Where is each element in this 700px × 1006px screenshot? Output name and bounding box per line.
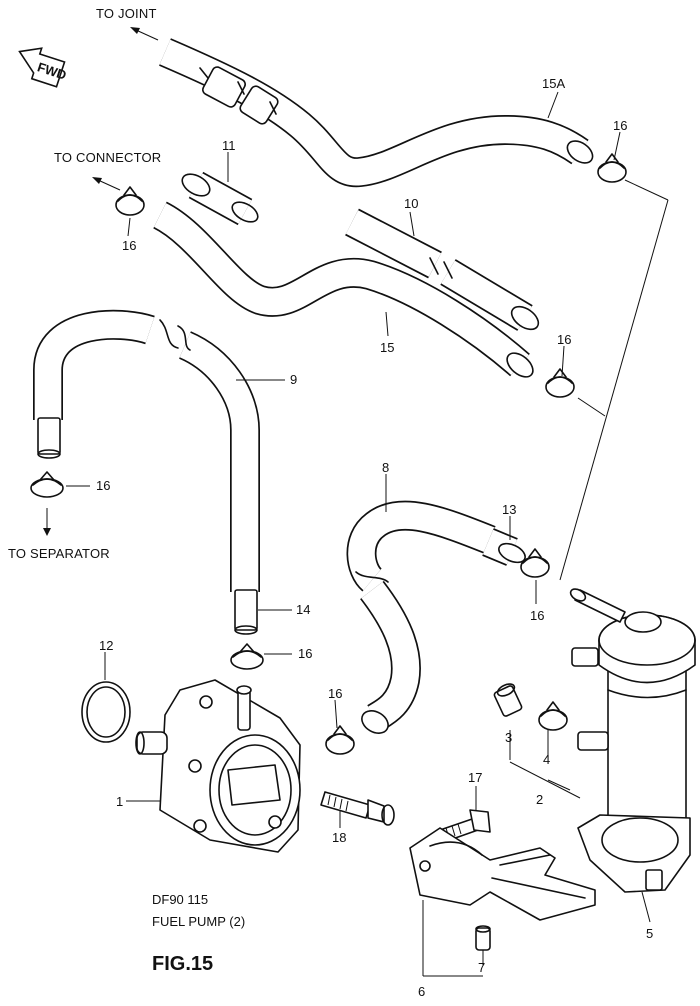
callout-3: 3 [505, 730, 512, 745]
leader-lines [66, 91, 651, 977]
bolt-18 [320, 791, 395, 826]
callout-13: 13 [502, 502, 516, 517]
model-caption: DF90 115 [152, 892, 208, 907]
callout-16-top-right: 16 [613, 118, 627, 133]
to-connector-arrow-icon [92, 177, 121, 191]
callout-11: 11 [222, 138, 236, 153]
clamp-16-top-right [597, 153, 627, 183]
fitting-13 [482, 528, 526, 566]
callout-7: 7 [478, 960, 485, 975]
clamp-16-filter-inlet [520, 548, 550, 578]
to-separator-arrow-icon [43, 508, 51, 536]
spacer-7 [475, 925, 491, 951]
o-ring-12 [81, 681, 131, 743]
subtitle-caption: FUEL PUMP (2) [152, 914, 245, 929]
callout-16-hose8: 16 [328, 686, 342, 701]
callout-10: 10 [404, 196, 418, 211]
callout-16-left: 16 [122, 238, 136, 253]
callout-8: 8 [382, 460, 389, 475]
clamp-16-separator [30, 471, 64, 498]
hose-11 [181, 171, 259, 226]
callout-17: 17 [468, 770, 482, 785]
callout-16-separator: 16 [96, 478, 110, 493]
bracket-clamp-5 [577, 814, 691, 893]
fitting-3 [493, 683, 523, 717]
clamp-16-hose8 [325, 725, 355, 755]
hose-14 [234, 589, 258, 635]
fuel-filter [569, 588, 696, 832]
hose-15 [152, 201, 534, 378]
callout-9: 9 [290, 372, 297, 387]
hose-8 [346, 500, 496, 734]
clamp-16-pump [230, 643, 264, 670]
fwd-arrow-icon: FWD [18, 47, 68, 88]
to-joint-arrow-icon [130, 27, 159, 41]
callout-16-mid-right: 16 [557, 332, 571, 347]
clamp-16-filter-outlet [538, 701, 568, 731]
callout-6: 6 [418, 984, 425, 999]
callout-15a: 15A [542, 76, 565, 91]
clamp-16-mid-right [545, 368, 575, 398]
callout-18: 18 [332, 830, 346, 845]
callout-5: 5 [646, 926, 653, 941]
hose-9 [33, 309, 260, 592]
callout-12: 12 [99, 638, 113, 653]
callout-15: 15 [380, 340, 394, 355]
callout-1: 1 [116, 794, 123, 809]
to-joint-label: TO JOINT [96, 6, 157, 21]
callout-4: 4 [543, 752, 550, 767]
callout-2: 2 [536, 792, 543, 807]
bracket-6 [409, 827, 596, 921]
callout-16-pump: 16 [298, 646, 312, 661]
fuel-pump [135, 679, 301, 853]
figure-title: FIG.15 [152, 953, 213, 975]
hose-15a [159, 38, 594, 188]
hose-10 [345, 208, 540, 331]
to-connector-label: TO CONNECTOR [54, 150, 161, 165]
clamp-16-left [115, 186, 145, 216]
to-separator-label: TO SEPARATOR [8, 546, 110, 561]
callout-14: 14 [296, 602, 310, 617]
callout-16-filter-inlet: 16 [530, 608, 544, 623]
filter-connector-lines [559, 179, 669, 581]
